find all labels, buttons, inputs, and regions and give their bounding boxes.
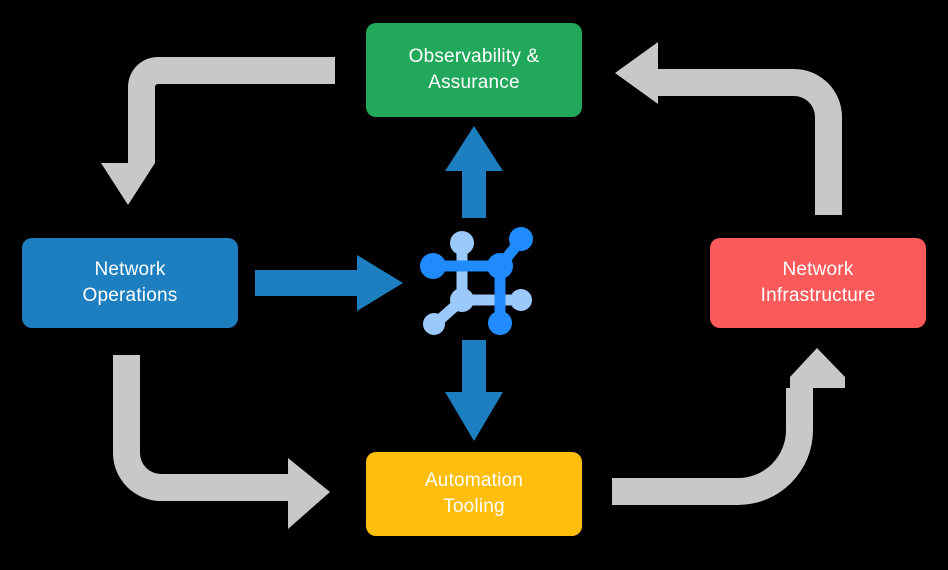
blue-arrow-center-to-automation-tooling <box>445 340 503 441</box>
gray-arrow-network-infrastructure-to-observability <box>615 42 842 215</box>
blue-arrow-network-operations-to-center <box>255 255 403 311</box>
blue-arrow-center-to-observability <box>445 126 503 218</box>
node-observability-assurance[interactable]: Observability & Assurance <box>366 23 582 117</box>
node-network-infrastructure-label: Network Infrastructure <box>760 259 876 306</box>
node-network-infrastructure[interactable]: Network Infrastructure <box>710 238 926 328</box>
node-network-operations-label: Network Operations <box>82 259 178 306</box>
network-topology-icon <box>420 227 533 335</box>
gray-arrow-network-operations-to-automation-tooling <box>113 355 330 529</box>
node-automation-tooling-label: Automation Tooling <box>424 470 524 517</box>
node-network-operations[interactable]: Network Operations <box>22 238 238 328</box>
node-observability-assurance-label: Observability & Assurance <box>408 46 540 93</box>
node-automation-tooling[interactable]: Automation Tooling <box>366 452 582 536</box>
gray-arrow-observability-to-network-operations <box>101 57 335 205</box>
gray-arrow-automation-tooling-to-network-infrastructure <box>612 348 845 505</box>
